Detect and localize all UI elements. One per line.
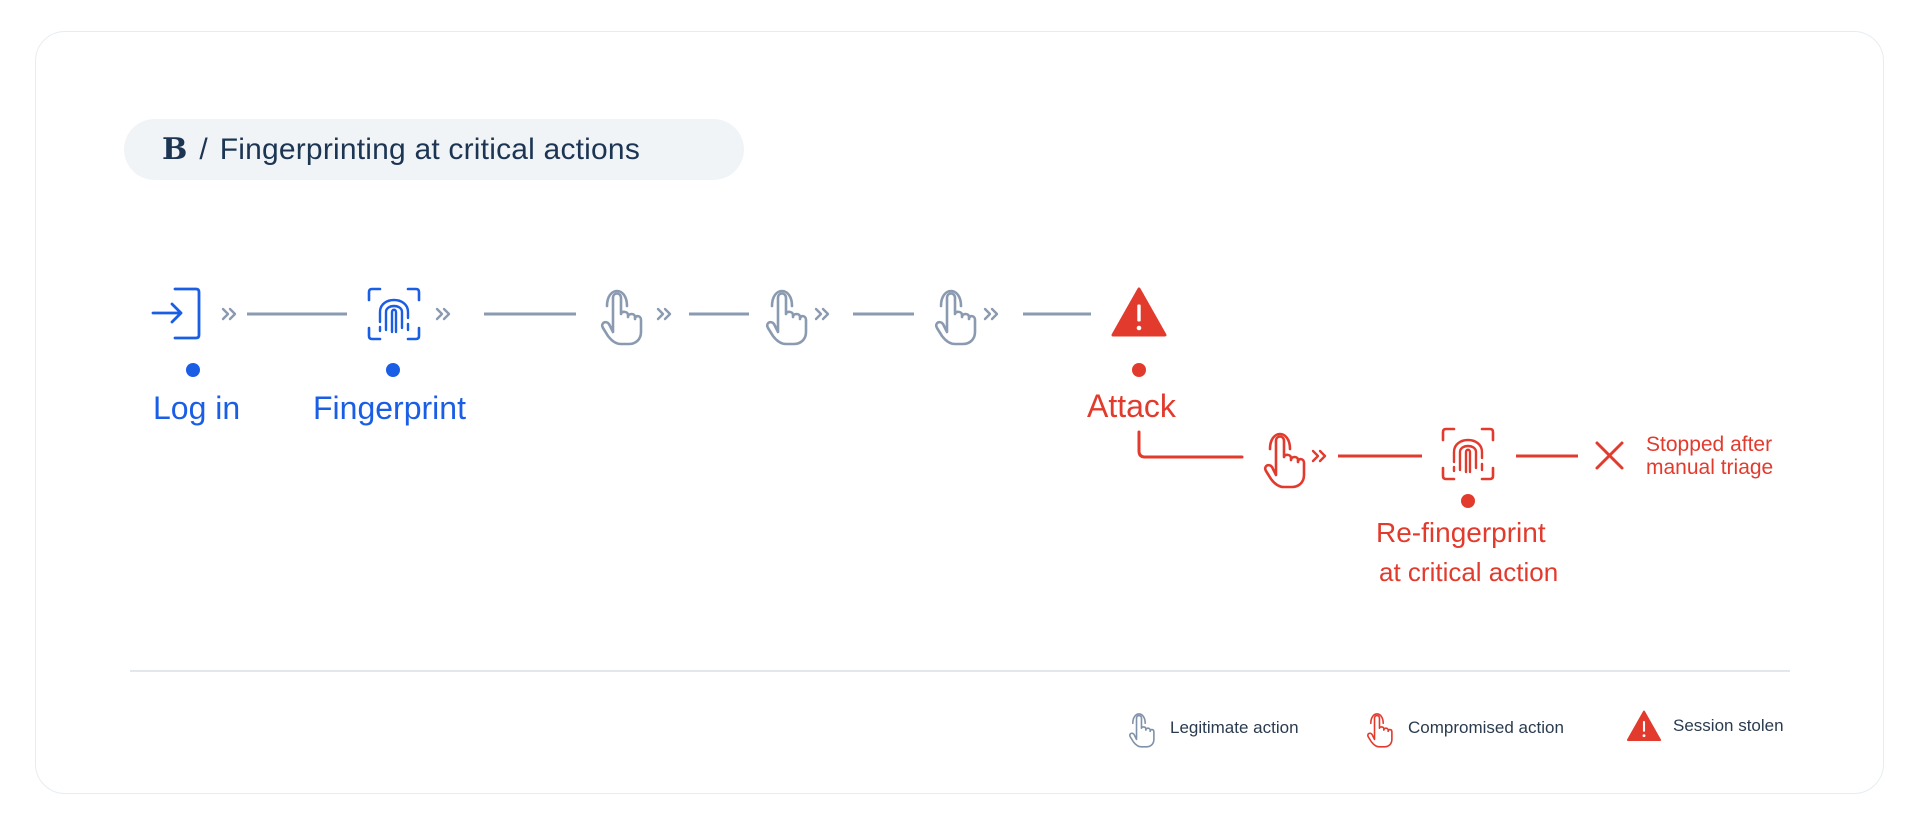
legend-compromised-hand-icon — [1367, 713, 1393, 748]
attack-branch-connector — [1137, 430, 1244, 459]
hand-pointer-icon — [765, 289, 808, 346]
login-icon — [151, 287, 201, 340]
fingerprint-dot — [386, 363, 400, 377]
chevron-icon — [1311, 449, 1327, 463]
legend-legit-hand-icon — [1129, 713, 1155, 748]
attack-dot — [1132, 363, 1146, 377]
attack-label: Attack — [1087, 388, 1176, 424]
fingerprint-icon — [1441, 427, 1495, 481]
legend-stolen-label: Session stolen — [1673, 716, 1784, 735]
chevron-icon — [983, 307, 999, 321]
diagram-title: Fingerprinting at critical actions — [219, 132, 641, 166]
legend-warning-icon — [1626, 710, 1662, 741]
title-separator: / — [199, 132, 208, 166]
stopped-line-1: Stopped after — [1646, 433, 1773, 456]
chevron-icon — [221, 307, 237, 321]
legend-compromised-label: Compromised action — [1408, 718, 1564, 737]
hand-pointer-icon — [600, 289, 643, 346]
chevron-icon — [814, 307, 830, 321]
refingerprint-dot — [1461, 494, 1475, 508]
chevron-icon — [656, 307, 672, 321]
legend-legitimate-label: Legitimate action — [1170, 718, 1299, 737]
hand-pointer-icon — [1263, 432, 1306, 489]
section-letter: B — [162, 132, 188, 167]
fingerprint-label: Fingerprint — [313, 390, 466, 426]
login-label: Log in — [153, 390, 241, 426]
refingerprint-label: Re-fingerprint — [1376, 517, 1546, 548]
legend-divider — [130, 670, 1790, 672]
title-pill: B / Fingerprinting at critical actions — [124, 119, 744, 180]
stopped-label: Stopped after manual triage — [1646, 433, 1773, 479]
warning-icon — [1111, 287, 1167, 337]
chevron-icon — [435, 307, 451, 321]
refingerprint-sublabel: at critical action — [1379, 557, 1559, 587]
hand-pointer-icon — [934, 289, 977, 346]
close-icon — [1595, 441, 1624, 470]
login-dot — [186, 363, 200, 377]
stopped-line-2: manual triage — [1646, 456, 1774, 479]
fingerprint-icon — [367, 287, 421, 341]
